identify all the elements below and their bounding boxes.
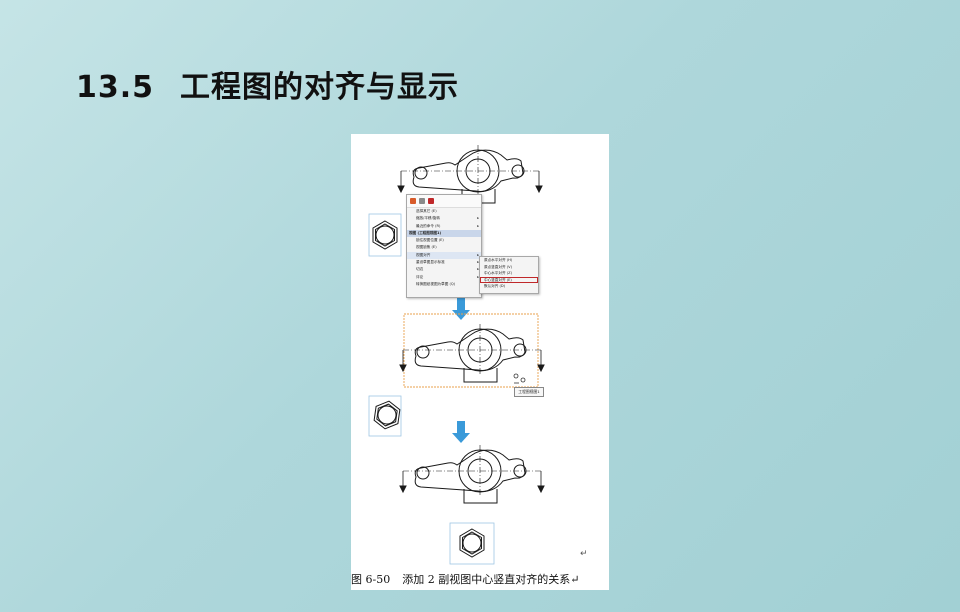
slide-title: 13.5 工程图的对齐与显示 bbox=[76, 62, 459, 106]
caption-number: 图 6-50 bbox=[351, 573, 391, 586]
drawing-figure bbox=[368, 144, 545, 565]
menu-item-label: 评论 bbox=[416, 274, 424, 279]
section-number: 13.5 bbox=[76, 70, 155, 105]
smart-dimension-icon[interactable] bbox=[410, 198, 416, 204]
view-tooltip: 工程图视图1 bbox=[514, 387, 544, 397]
view-icon[interactable] bbox=[428, 198, 434, 204]
menu-item-comment[interactable]: 评论 ▸ bbox=[407, 274, 481, 281]
submenu-arrow-icon: ▸ bbox=[477, 252, 479, 257]
submenu-item-center-horizontal[interactable]: 中心水平对齐 (Z) bbox=[484, 271, 512, 276]
submenu-arrow-icon: ▸ bbox=[477, 266, 479, 273]
down-arrow-1 bbox=[452, 296, 470, 320]
submenu-item-center-vertical[interactable]: 中心竖直对齐 (E) bbox=[480, 276, 538, 284]
menu-item-reset-sketch-display[interactable]: 重设草图显示标准 ▸ bbox=[407, 259, 481, 266]
figure-caption: 图 6-50 添加 2 副视图中心竖直对齐的关系↵ bbox=[351, 571, 609, 587]
return-mark: ↵ bbox=[580, 549, 588, 559]
context-toolbar bbox=[407, 195, 481, 208]
aux-view-box-2 bbox=[368, 395, 402, 437]
selection-box bbox=[403, 313, 539, 388]
menu-item-zoom-pan-rotate[interactable]: 缩放/平移/旋转 ▸ bbox=[407, 215, 481, 222]
menu-item-label: 最近的命令 (R) bbox=[416, 223, 441, 228]
hex-view-1 bbox=[372, 220, 398, 250]
aux-view-box-3 bbox=[449, 522, 495, 565]
menu-item-label: 视图对齐 bbox=[416, 252, 431, 257]
submenu-item-origin-horizontal[interactable]: 原点水平对齐 (H) bbox=[484, 258, 513, 262]
menu-item-label: 缩放/平移/旋转 bbox=[416, 216, 440, 221]
hex-view-3 bbox=[459, 528, 485, 558]
menu-item-select-other[interactable]: 选择其它 (E) bbox=[416, 209, 437, 213]
hex-view-2 bbox=[372, 398, 402, 432]
aux-view-box-1 bbox=[368, 213, 402, 257]
top-view-3 bbox=[399, 444, 545, 504]
submenu-arrow-icon: ▸ bbox=[477, 274, 479, 281]
align-cursor-icon bbox=[513, 373, 526, 384]
section-title: 工程图的对齐与显示 bbox=[180, 70, 460, 105]
submenu-arrow-icon: ▸ bbox=[477, 216, 479, 221]
menu-item-lock-view-position[interactable]: 锁住视图位置 (E) bbox=[416, 238, 444, 243]
menu-item-label: 重设草图显示标准 bbox=[416, 260, 445, 265]
submenu-arrow-icon: ▸ bbox=[477, 223, 479, 228]
caption-text: 添加 2 副视图中心竖直对齐的关系 bbox=[402, 573, 571, 586]
menu-item-recent-commands[interactable]: 最近的命令 (R) ▸ bbox=[407, 223, 481, 230]
menu-item-lock-view-focus[interactable]: 视图锁焦 (E) bbox=[416, 245, 437, 250]
figure-panel: 选择其它 (E) 缩放/平移/旋转 ▸ 最近的命令 (R) ▸ 视图 (工程图视图1… bbox=[351, 134, 609, 590]
menu-item-label: 切边 bbox=[416, 267, 424, 272]
menu-item-convert-to-sketch[interactable]: 转换图纸视图为草图 (Q) bbox=[416, 281, 456, 286]
pin-icon[interactable] bbox=[419, 198, 425, 204]
menu-section-header: 视图 (工程图视图1) bbox=[407, 229, 481, 238]
top-view-2 bbox=[399, 323, 545, 383]
submenu-arrow-icon: ▸ bbox=[477, 259, 479, 266]
down-arrow-2 bbox=[452, 421, 470, 443]
context-menu: 选择其它 (E) 缩放/平移/旋转 ▸ 最近的命令 (R) ▸ 视图 (工程图视图1… bbox=[406, 194, 482, 298]
submenu-item-origin-vertical[interactable]: 原点竖直对齐 (V) bbox=[484, 264, 512, 269]
menu-item-tangent-edge[interactable]: 切边 ▸ bbox=[407, 266, 481, 273]
submenu-item-default-alignment[interactable]: 默认对齐 (D) bbox=[484, 284, 506, 289]
caption-return-mark: ↵ bbox=[570, 573, 580, 586]
alignment-submenu: 原点水平对齐 (H) 原点竖直对齐 (V) 中心水平对齐 (Z) 中心竖直对齐 … bbox=[479, 256, 539, 294]
menu-item-view-alignment[interactable]: 视图对齐 ▸ bbox=[407, 251, 481, 260]
